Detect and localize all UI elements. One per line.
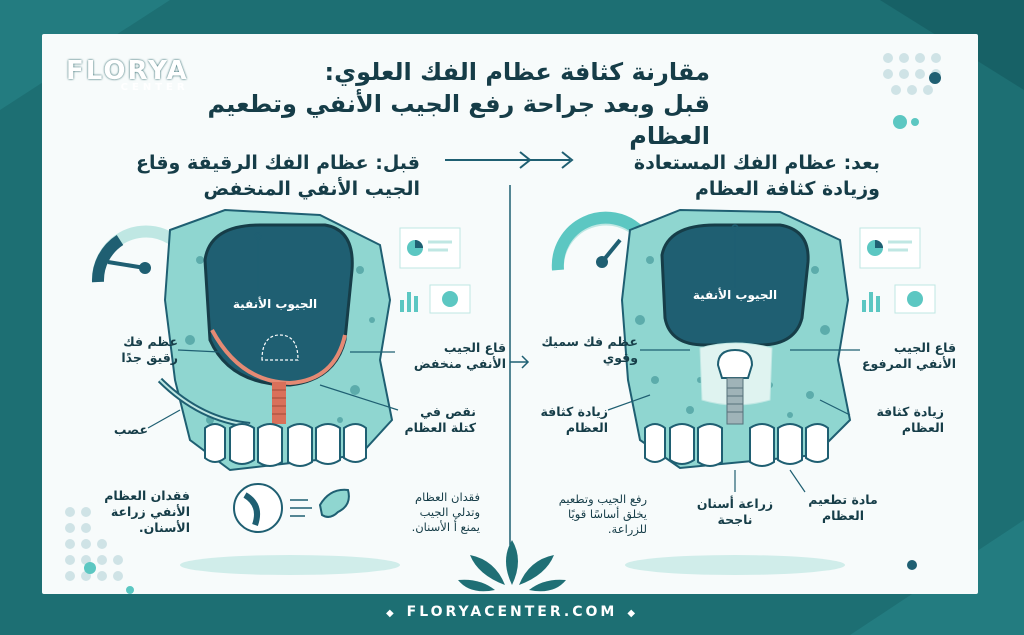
label-bone-loss: فقدان العظام الأنفي زراعة الأسنان. <box>104 488 190 535</box>
center-arrow-icon <box>510 355 530 369</box>
teeth-before <box>204 423 367 467</box>
before-heading: قبل: عظام الفك الرقيقة وقاع الجيب الأنفي… <box>130 150 420 202</box>
arrow-icon <box>445 151 574 169</box>
after-heading: بعد: عظام الفك المستعادة وزيادة كثافة ال… <box>590 150 880 202</box>
label-bone-deficit: نقص في كتلة العظام <box>404 404 476 435</box>
before-illustration <box>91 208 471 575</box>
brand-name: FLORYA <box>66 56 189 86</box>
label-implant: زراعة أسنان ناجحة <box>696 496 774 527</box>
before-heading-line-2: الجيب الأنفي المنخفض <box>203 178 420 200</box>
title-line-2: قبل وبعد جراحة رفع الجيب الأنفي وتطعيم ا… <box>207 90 710 150</box>
before-heading-line-1: قبل: عظام الفك الرقيقة وقاع <box>136 152 420 174</box>
chart-icons-before <box>399 227 471 314</box>
chart-icons-after <box>859 227 936 314</box>
label-thick-bone: عظم فك سميك وقوي <box>541 334 638 365</box>
before-sinus-label: الجيوب الأنفية <box>232 297 318 311</box>
title-line-1: مقارنة كثافة عظام الفك العلوي: <box>324 58 710 86</box>
label-sinus-floor-low: قاع الجيب الأنفي منخفض <box>413 340 506 371</box>
after-illustration <box>551 208 936 575</box>
website-text: FLORYACENTER.COM <box>406 604 618 620</box>
label-graft: مادة تطعيم العظام <box>808 492 878 523</box>
label-density-right: زيادة كثافة العظام <box>876 404 944 435</box>
note-bone-loss-sinus: فقدان العظام وتدلي الجيب يمنع أ الأسنان. <box>411 490 480 534</box>
after-heading-line-1: بعد: عظام الفك المستعادة <box>633 152 880 174</box>
page-title: مقارنة كثافة عظام الفك العلوي: قبل وبعد … <box>190 56 710 152</box>
after-sinus-label: الجيوب الأنفية <box>692 288 778 302</box>
brand-logo: FLORYA CENTER <box>66 58 189 93</box>
brand-tagline: CENTER <box>120 82 189 93</box>
label-thin-bone: عظم فك رقيق جدًا <box>121 334 178 365</box>
brand-emblem-icon <box>458 540 566 592</box>
footer-website: ◆FLORYACENTER.COM◆ <box>385 604 639 620</box>
label-nerve: عصب <box>113 422 148 437</box>
label-sinus-floor-raised: قاع الجيب الأنفي المرفوع <box>862 340 956 371</box>
after-heading-line-2: وزيادة كثافة العظام <box>694 178 880 200</box>
label-density-left: زيادة كثافة العظام <box>540 404 608 435</box>
teeth-after <box>644 423 829 467</box>
note-sinus-lift: رفع الجيب وتطعيم يخلق أساسًا قويًا للزرا… <box>558 492 647 536</box>
